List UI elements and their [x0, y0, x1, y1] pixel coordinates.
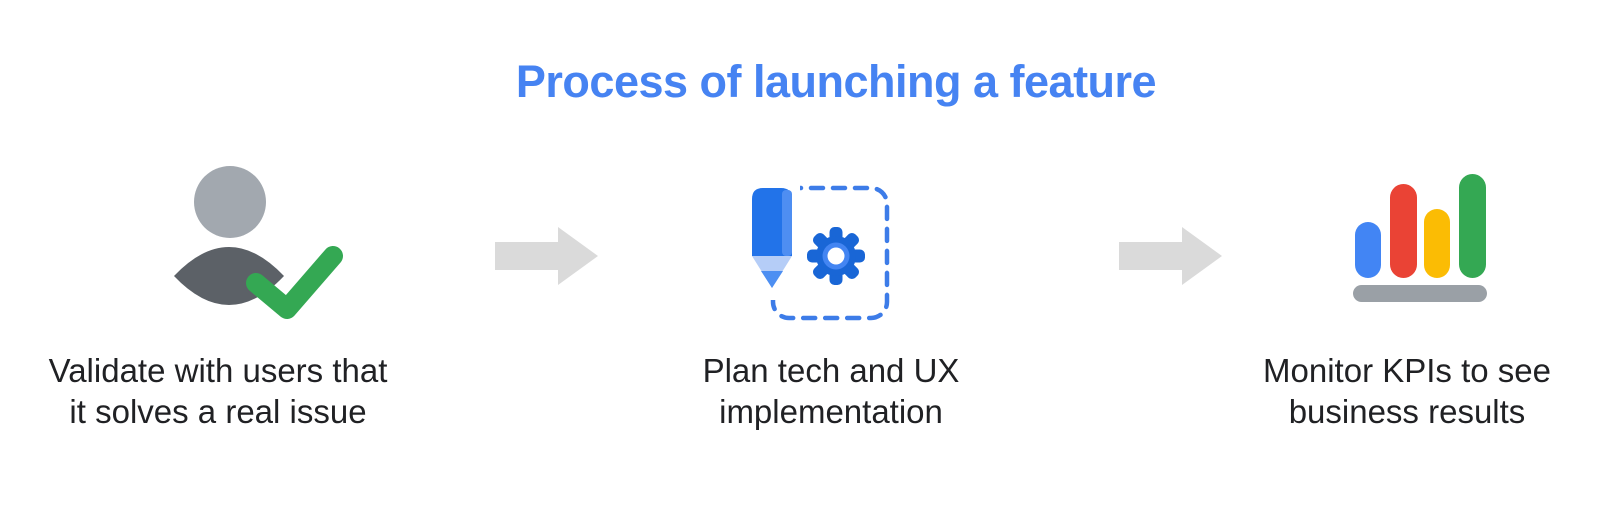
person-check-icon: [174, 166, 343, 319]
arrow-right-icon: [495, 227, 598, 285]
caption-line: it solves a real issue: [69, 393, 367, 430]
step-caption-plan: Plan tech and UX implementation: [703, 350, 960, 432]
caption-line: Validate with users that: [48, 352, 388, 389]
page-title: Process of launching a feature: [515, 56, 1157, 107]
step-caption-validate: Validate with users that it solves a rea…: [49, 350, 388, 432]
pencil-gear-icon: [744, 180, 890, 321]
arrow-right-icon: [1119, 227, 1222, 285]
caption-line: Monitor KPIs to see: [1263, 352, 1551, 389]
caption-line: Plan tech and UX: [702, 352, 960, 389]
step-caption-monitor: Monitor KPIs to see business results: [1263, 350, 1551, 432]
gear-icon: [807, 227, 865, 285]
caption-line: implementation: [719, 393, 943, 430]
caption-line: business results: [1288, 393, 1526, 430]
bar-chart-icon: [1353, 174, 1487, 302]
